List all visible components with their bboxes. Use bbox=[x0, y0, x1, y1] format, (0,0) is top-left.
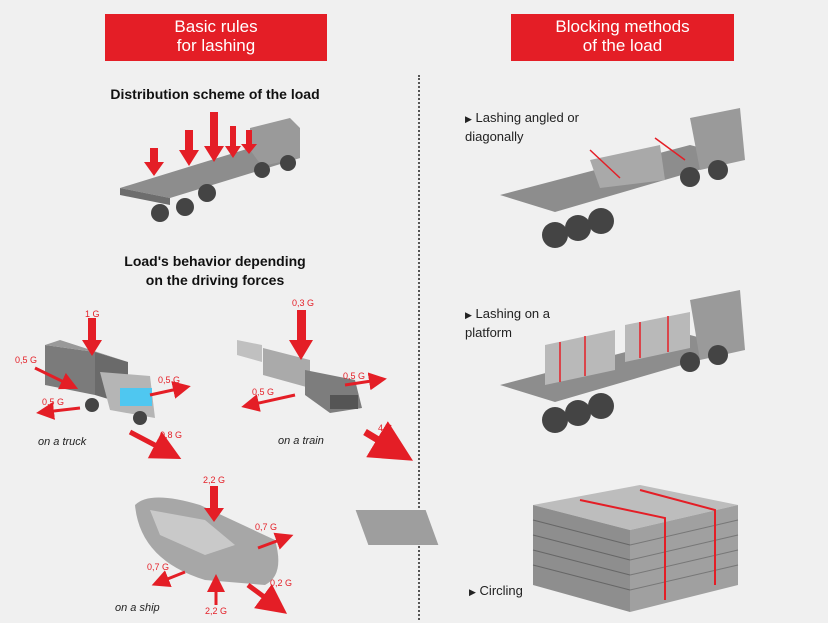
triangle-bullet-icon: ▶ bbox=[465, 114, 472, 124]
distribution-arrows bbox=[144, 112, 257, 176]
truck-force-right: 0,5 G bbox=[158, 375, 181, 385]
ship-caption: on a ship bbox=[115, 602, 160, 614]
method-circling-text: Circling bbox=[479, 583, 523, 598]
distribution-title: Distribution scheme of the load bbox=[110, 86, 320, 102]
method-angled-text: Lashing angled or diagonally bbox=[465, 110, 579, 144]
behavior-title: Load's behavior depending on the driving… bbox=[124, 253, 306, 288]
train-force-left: 0,5 G bbox=[252, 387, 275, 397]
right-banner: Blocking methods of the load bbox=[511, 14, 734, 61]
method-angled-label: ▶ Lashing angled or diagonally bbox=[465, 109, 579, 146]
method-circling-label: ▶ Circling bbox=[469, 582, 523, 601]
column-divider bbox=[418, 75, 420, 620]
truck-force-rear: 0,5 G bbox=[15, 355, 38, 365]
truck-force-vertical: 1 G bbox=[85, 309, 100, 319]
ship-arrows bbox=[151, 486, 294, 614]
method-platform-truck bbox=[500, 290, 745, 433]
method-platform-label: ▶ Lashing on a platform bbox=[465, 305, 550, 342]
ship-force-right: 0,7 G bbox=[255, 522, 278, 532]
train-caption: on a train bbox=[278, 435, 324, 447]
method-platform-text: Lashing on a platform bbox=[465, 306, 550, 340]
behavior-truck bbox=[45, 340, 155, 425]
train-arrows bbox=[241, 310, 414, 461]
ship-force-vertical: 2,2 G bbox=[203, 475, 226, 485]
truck-caption: on a truck bbox=[38, 436, 87, 448]
behavior-train bbox=[237, 340, 362, 413]
behavior-ship bbox=[135, 497, 439, 585]
ship-force-left: 0,7 G bbox=[147, 562, 170, 572]
truck-force-forward: 0,8 G bbox=[160, 430, 183, 440]
truck-force-left: 0,5 G bbox=[42, 397, 65, 407]
left-banner: Basic rules for lashing bbox=[105, 14, 327, 61]
method-circling-stack bbox=[532, 485, 739, 612]
method-angled-truck bbox=[500, 108, 745, 248]
train-force-vertical: 0,3 G bbox=[292, 298, 315, 308]
triangle-bullet-icon: ▶ bbox=[469, 587, 476, 597]
truck-arrows bbox=[34, 318, 191, 459]
triangle-bullet-icon: ▶ bbox=[465, 310, 472, 320]
train-force-right: 0,5 G bbox=[343, 371, 366, 381]
ship-force-forward: 0,2 G bbox=[270, 578, 293, 588]
distribution-truck bbox=[120, 118, 300, 222]
train-force-forward: 4 G bbox=[378, 423, 393, 433]
ship-force-bottom: 2,2 G bbox=[205, 606, 228, 616]
